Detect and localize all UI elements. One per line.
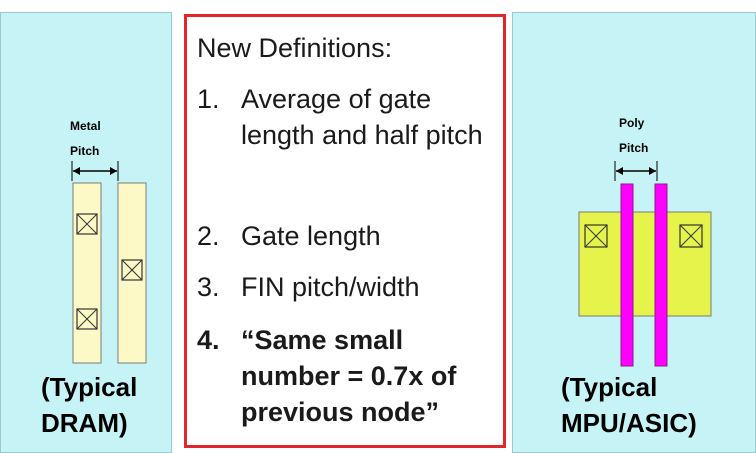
active-area [578,211,712,317]
arrowhead-right [110,167,117,175]
mpu-diagram [578,161,712,367]
metal-line-1 [72,182,102,364]
dram-caption-line2: DRAM) [41,408,128,438]
contact-left [584,224,608,248]
mpu-caption-line1: (Typical [561,372,658,402]
dram-caption-line1: (Typical [41,372,138,402]
dram-diagram [71,161,147,364]
mpu-panel: Poly Pitch [512,12,756,453]
arrowhead-left [616,167,623,175]
definition-text: Gate length [241,221,381,251]
metal-line-2 [117,182,147,364]
definitions-box: New Definitions: 1. Average of gate leng… [184,14,506,448]
arrowhead-right [649,167,656,175]
contact-3 [121,259,143,281]
poly-line-1 [620,183,634,367]
definition-number: 2. [197,221,220,251]
definition-text: Average of gate length and half pitch [241,84,483,150]
dram-panel: Metal Pitch [0,12,172,453]
poly-line-2 [654,183,668,367]
definitions-title: New Definitions: [197,33,393,63]
definition-text: “Same small number = 0.7x of previous no… [241,325,457,427]
metal-label-line1: Metal [70,119,101,133]
metal-label-line2: Pitch [70,144,100,158]
poly-label-line2: Pitch [619,141,649,155]
mpu-caption-line2: MPU/ASIC) [561,408,697,438]
poly-label-line1: Poly [619,116,645,130]
definition-number: 1. [197,84,220,114]
contact-right [679,224,703,248]
definition-text: FIN pitch/width [241,272,420,302]
definition-number: 4. [197,325,220,355]
contact-2 [76,308,98,330]
arrowhead-left [73,167,80,175]
contact-1 [76,213,98,235]
definition-number: 3. [197,272,220,302]
